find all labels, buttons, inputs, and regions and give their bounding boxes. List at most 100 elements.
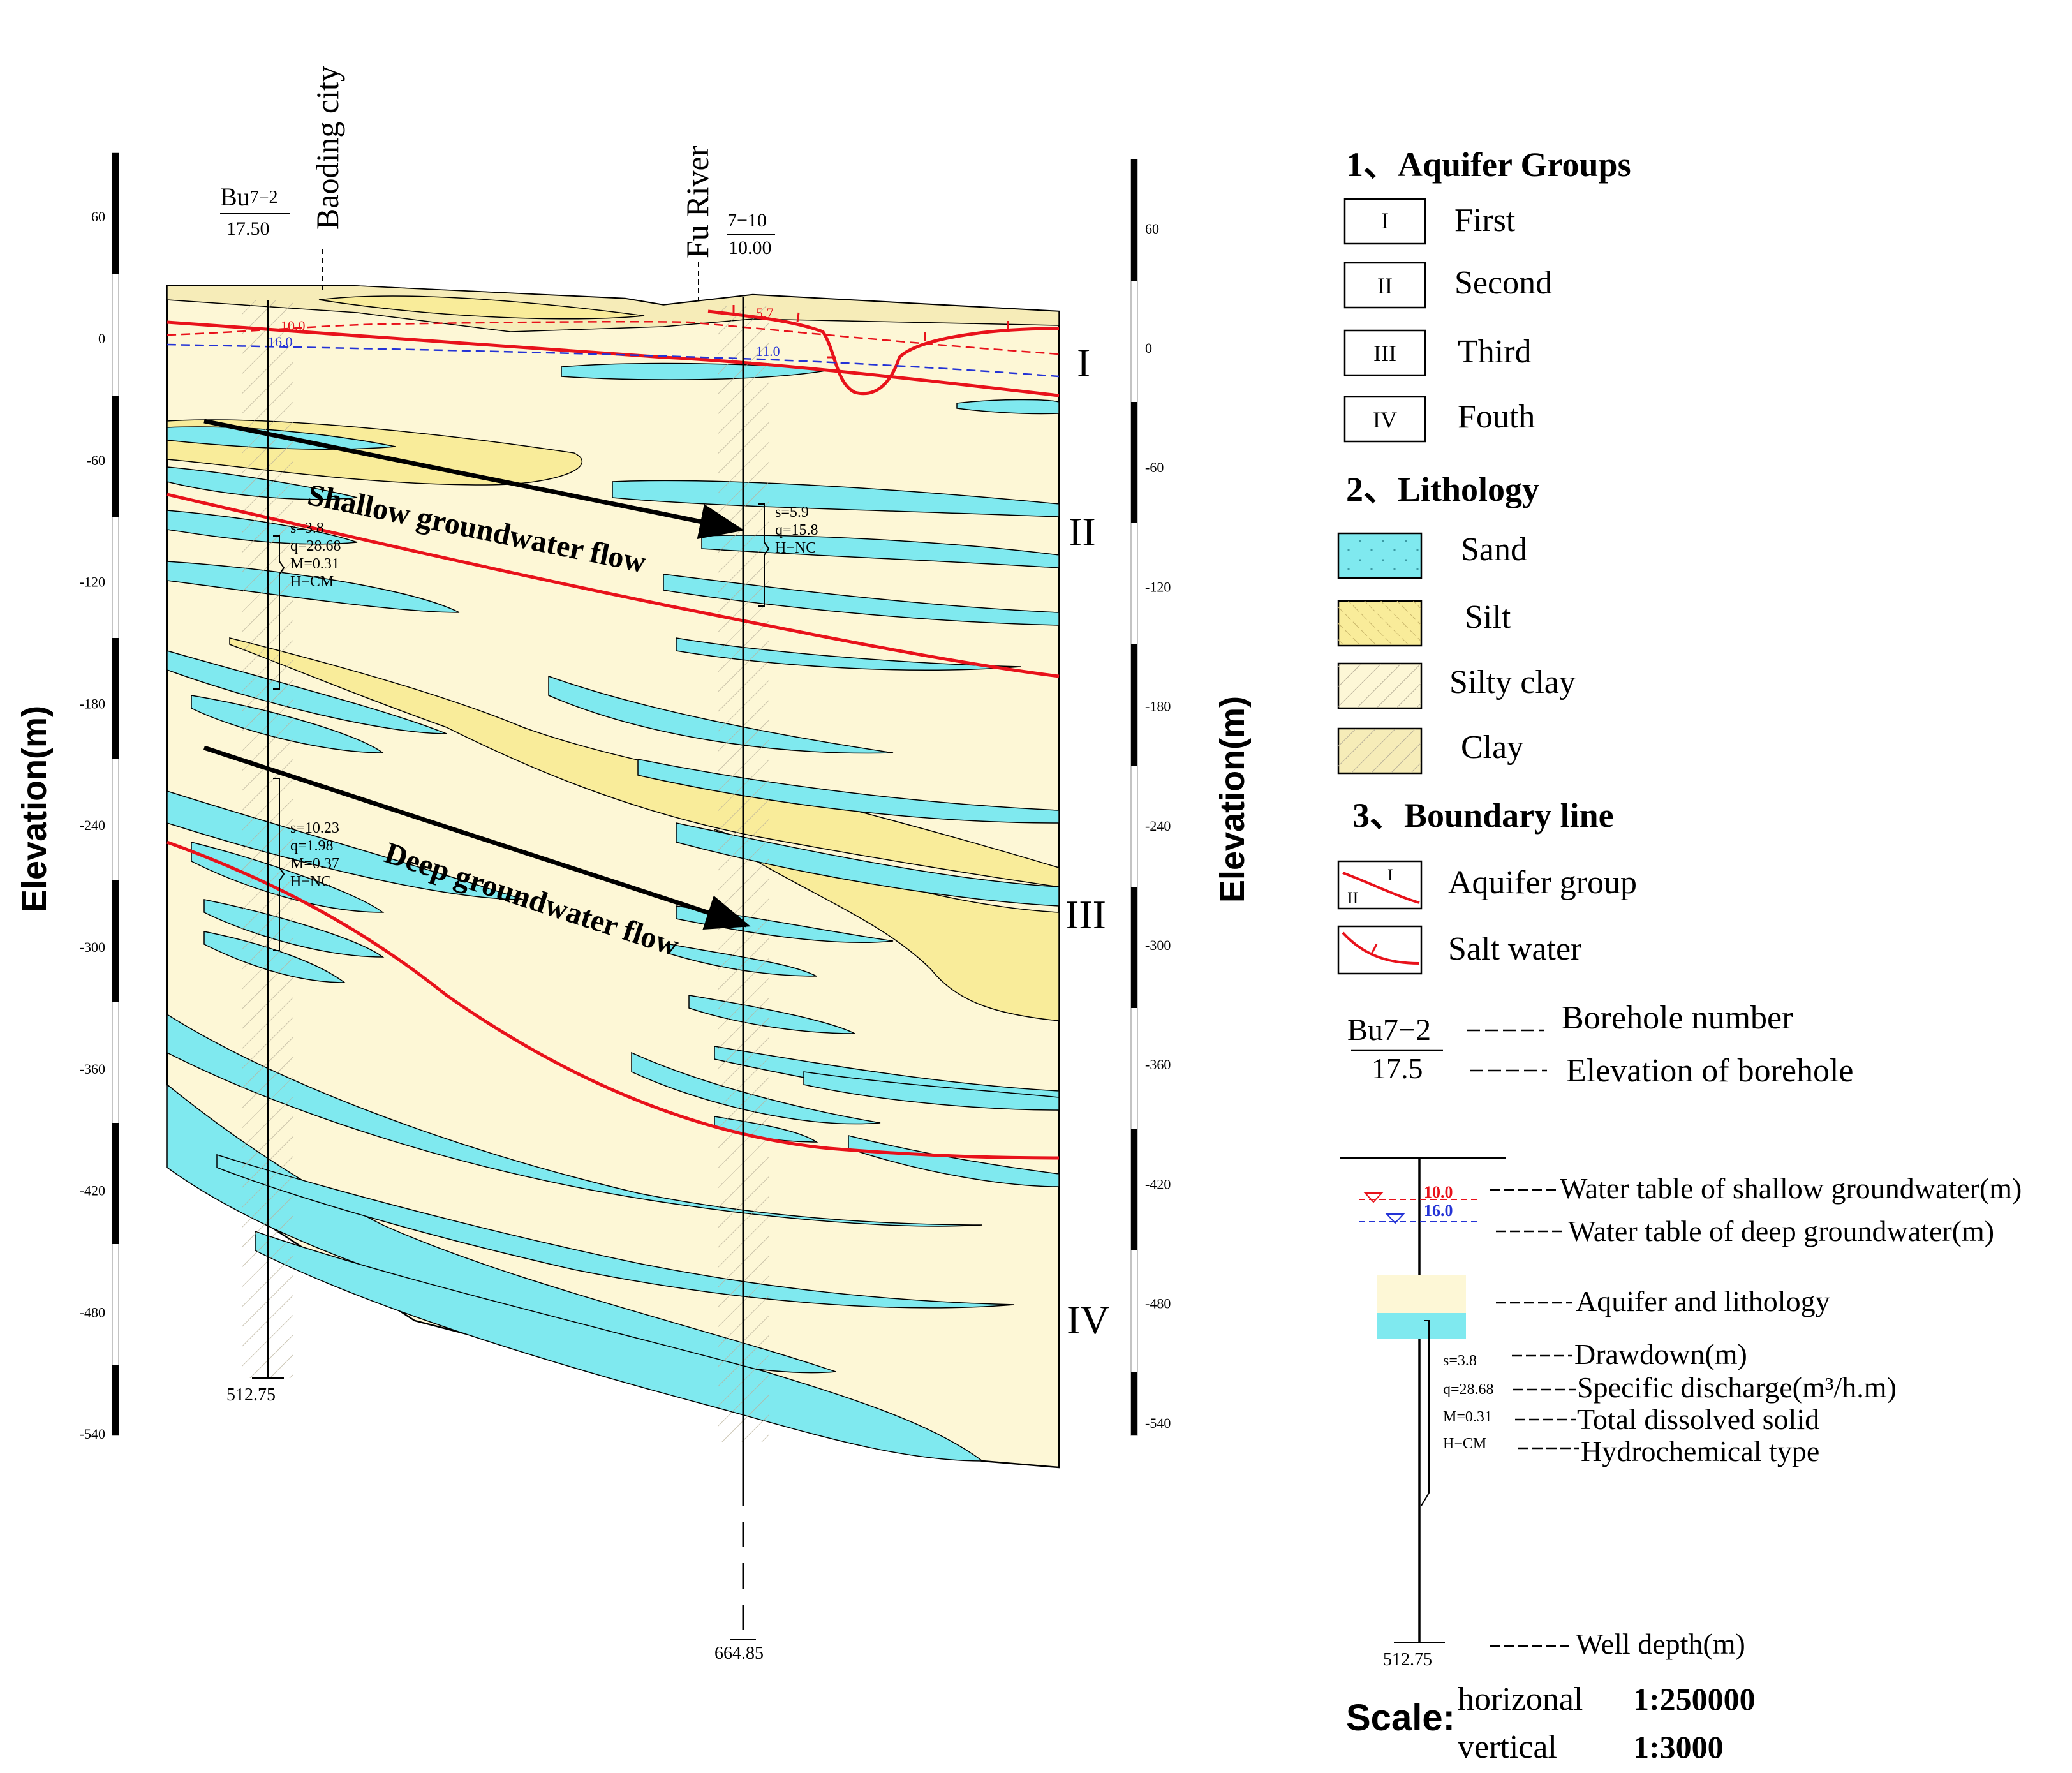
svg-text:H−CM: H−CM (1443, 1435, 1486, 1452)
test-annotation-bh2: s=5.9 q=15.8 H−NC (775, 504, 818, 556)
svg-text:1:250000: 1:250000 (1633, 1681, 1756, 1717)
shallow-flow-arrow (204, 419, 744, 539)
svg-text:M=0.37: M=0.37 (290, 856, 339, 872)
left-axis-ticks: 600-60-120-180-240-300-360-420-480-540 (80, 209, 105, 1442)
svg-text:s=10.23: s=10.23 (290, 820, 339, 836)
svg-text:Silt: Silt (1465, 599, 1511, 635)
left-axis-label: Elevation(m) (15, 706, 54, 912)
bh1-depth: 512.75 (226, 1385, 276, 1405)
legend-well-key: 10.0 16.0 s=3.8 q=28.68 M=0.31 H−CM 512.… (1340, 1157, 2022, 1670)
svg-text:Aquifer and lithology: Aquifer and lithology (1576, 1285, 1830, 1317)
svg-text:H−NC: H−NC (775, 540, 816, 556)
screen-bracket-1 (273, 535, 285, 690)
svg-text:q=1.98: q=1.98 (290, 838, 334, 854)
svg-text:Bu7−2: Bu7−2 (1347, 1013, 1431, 1047)
svg-text:Water table of shallow groundw: Water table of shallow groundwater(m) (1560, 1172, 2022, 1205)
legend: 1、Aquifer Groups I First II Second III T… (1337, 145, 2022, 1765)
test-annotation-bh1-a: s=3.8 q=28.68 M=0.31 H−CM (290, 520, 341, 590)
left-tick-label: -420 (80, 1183, 105, 1199)
left-tick-label: -360 (80, 1061, 105, 1077)
svg-text:10.0: 10.0 (1424, 1183, 1453, 1201)
svg-text:Sand: Sand (1461, 531, 1527, 568)
svg-text:s=3.8: s=3.8 (1443, 1353, 1477, 1369)
bh1-shallow-table: 10.0 (281, 318, 306, 334)
group-labels: I II III IV (1065, 340, 1110, 1342)
right-tick-label: -180 (1145, 699, 1171, 715)
salt-water-ticks (732, 305, 1009, 359)
svg-text:III: III (1373, 341, 1396, 366)
svg-text:q=28.68: q=28.68 (290, 538, 341, 554)
svg-text:II: II (1347, 889, 1358, 907)
svg-text:Fouth: Fouth (1458, 399, 1535, 435)
right-scale-bar (1130, 159, 1138, 1436)
right-tick-label: -300 (1145, 937, 1171, 953)
svg-text:II: II (1377, 273, 1393, 299)
borehole-sup: 7−10 (727, 210, 767, 231)
svg-text:Third: Third (1458, 334, 1532, 370)
left-tick-label: -120 (80, 574, 105, 590)
aquifer-boundaries (166, 320, 1060, 1160)
legend-section-2-title: 2、Lithology (1346, 470, 1539, 508)
svg-text:Elevation of borehole: Elevation of borehole (1566, 1053, 1854, 1089)
group-label-2: II (1069, 509, 1096, 554)
svg-text:q=28.68: q=28.68 (1443, 1381, 1494, 1398)
salt-water-boundary (707, 309, 1060, 396)
borehole-elevation: 17.50 (226, 218, 270, 239)
svg-text:Drawdown(m): Drawdown(m) (1574, 1338, 1747, 1370)
svg-text:16.0: 16.0 (1424, 1201, 1453, 1220)
screen-bracket-3 (758, 503, 770, 607)
right-tick-label: -120 (1145, 579, 1171, 595)
svg-text:vertical: vertical (1458, 1729, 1557, 1765)
svg-text:H−NC: H−NC (290, 873, 331, 890)
svg-text:Water table of deep groundwate: Water table of deep groundwater(m) (1568, 1215, 1994, 1247)
place-baoding: Baoding city (309, 66, 345, 230)
svg-text:Clay: Clay (1461, 729, 1523, 766)
svg-text:Borehole number: Borehole number (1562, 1000, 1793, 1036)
legend-section-1-title: 1、Aquifer Groups (1346, 145, 1631, 184)
svg-text:M=0.31: M=0.31 (290, 556, 339, 572)
legend-item-silt: Silt (1337, 599, 1511, 647)
legend-item-fourth: IV Fouth (1343, 396, 1535, 443)
screen-bracket-2 (273, 778, 285, 951)
legend-item-clay: Clay (1337, 727, 1523, 775)
svg-text:s=3.8: s=3.8 (290, 520, 324, 537)
group-label-1: I (1077, 340, 1090, 385)
bh1-deep-table: 16.0 (268, 334, 293, 350)
legend-scale: Scale: horizonal 1:250000 vertical 1:300… (1346, 1681, 1756, 1765)
svg-text:horizonal: horizonal (1458, 1681, 1583, 1717)
left-tick-label: -300 (80, 939, 105, 955)
left-tick-label: 0 (98, 330, 105, 346)
group-label-4: IV (1067, 1297, 1110, 1342)
legend-item-first: I First (1343, 198, 1516, 245)
cross-section-body (166, 285, 1060, 1640)
svg-text:512.75: 512.75 (1383, 1650, 1432, 1670)
right-axis-ticks: 600-60-120-180-240-300-360-420-480-540 (1145, 221, 1171, 1431)
svg-text:Salt water: Salt water (1448, 931, 1581, 967)
svg-text:s=5.9: s=5.9 (775, 504, 809, 521)
borehole-number: Bu (220, 182, 250, 211)
left-tick-label: -480 (80, 1304, 105, 1320)
svg-text:Well depth(m): Well depth(m) (1576, 1628, 1745, 1660)
svg-text:Hydrochemical type: Hydrochemical type (1581, 1435, 1819, 1467)
place-fu-river: Fu River (679, 145, 715, 258)
left-tick-label: -540 (80, 1426, 105, 1442)
legend-section-3-title: 3、Boundary line (1352, 796, 1614, 835)
svg-text:IV: IV (1373, 407, 1397, 433)
bh2-shallow-table: 5.7 (756, 305, 774, 321)
svg-text:Scale:: Scale: (1346, 1697, 1455, 1739)
svg-text:q=15.8: q=15.8 (775, 522, 818, 538)
svg-text:Bu7−2: Bu7−2 (220, 182, 278, 211)
silt-lens-upper (318, 295, 645, 320)
bh2-deep-table: 11.0 (756, 343, 780, 359)
right-tick-label: -420 (1145, 1176, 1171, 1192)
svg-text:17.5: 17.5 (1372, 1052, 1423, 1085)
borehole-elevation: 10.00 (729, 237, 772, 258)
svg-text:Total dissolved solid: Total dissolved solid (1577, 1403, 1819, 1435)
shallow-water-table-line (166, 320, 1060, 355)
legend-borehole-key: Bu7−2 17.5 Borehole number Elevation of … (1347, 1000, 1854, 1089)
svg-text:H−CM: H−CM (290, 574, 334, 590)
legend-item-third: III Third (1343, 329, 1532, 376)
legend-item-sand: Sand (1337, 531, 1527, 579)
svg-text:I: I (1381, 208, 1389, 234)
